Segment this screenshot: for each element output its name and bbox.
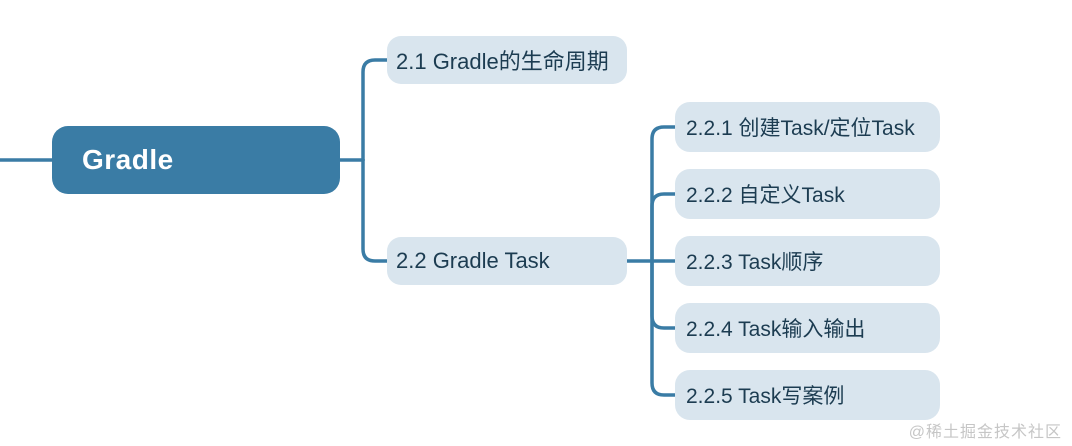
child-node-2-2-3-task-order: 2.2.3 Task顺序 — [675, 236, 940, 286]
root-node-gradle: Gradle — [52, 126, 340, 194]
edge-2-2-to-2-2-4 — [650, 259, 677, 330]
edge-2-2-to-2-2-2 — [650, 192, 677, 263]
juejin-watermark: @稀土掘金技术社区 — [908, 424, 1062, 441]
edge-2-2-to-2-2-1 — [650, 125, 677, 263]
edge-root-to-2-2 — [361, 158, 389, 263]
child-node-2-2-5-task-case: 2.2.5 Task写案例 — [675, 370, 940, 420]
edge-root-to-2-1 — [361, 58, 389, 162]
edge-2-2-to-2-2-5 — [650, 259, 677, 397]
branch-node-2-2-gradle-task: 2.2 Gradle Task — [387, 237, 627, 285]
child-node-2-2-2-custom-task: 2.2.2 自定义Task — [675, 169, 940, 219]
child-node-2-2-1-create-locate-task: 2.2.1 创建Task/定位Task — [675, 102, 940, 152]
child-node-2-2-4-task-input-output: 2.2.4 Task输入输出 — [675, 303, 940, 353]
branch-node-2-1-lifecycle: 2.1 Gradle的生命周期 — [387, 36, 627, 84]
